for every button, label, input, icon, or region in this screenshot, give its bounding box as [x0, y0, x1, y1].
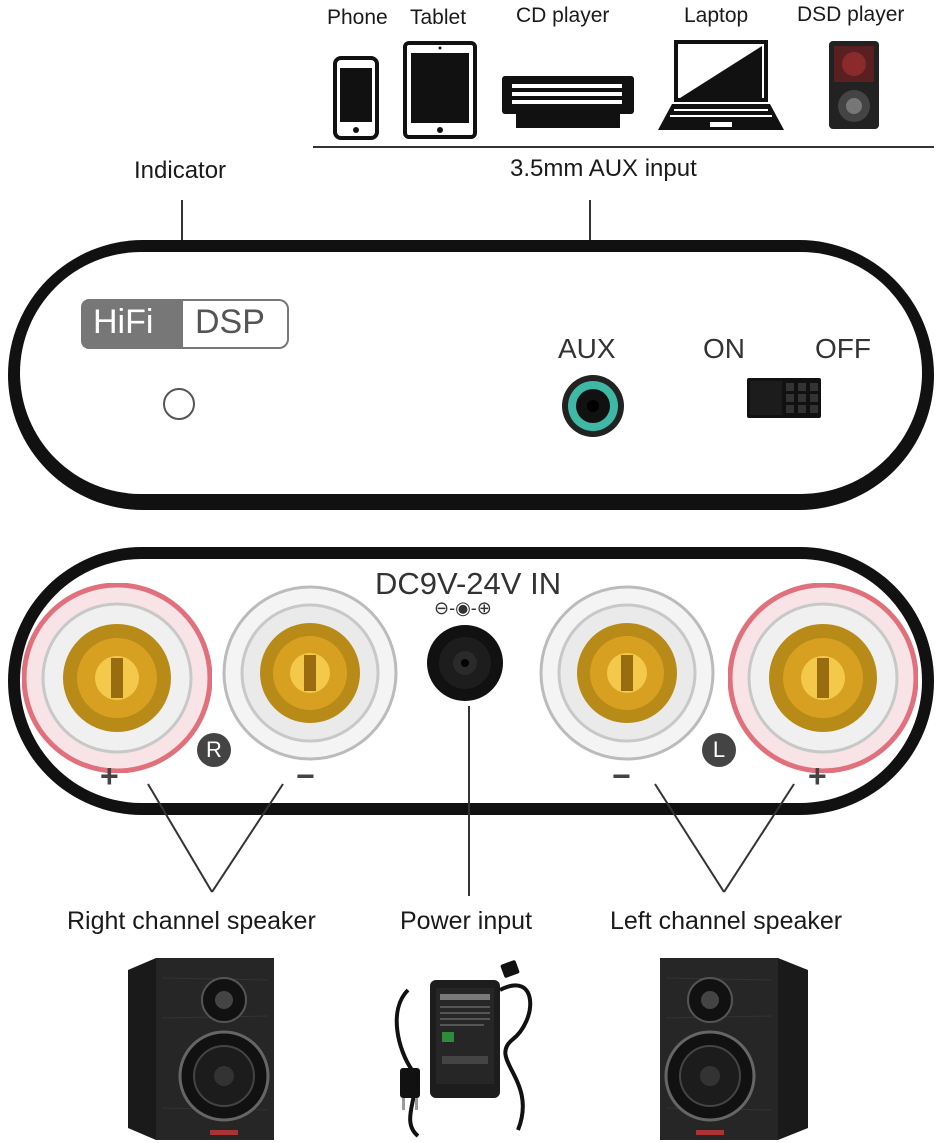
left-plus-terminal[interactable]	[728, 583, 918, 773]
indicator-led	[163, 388, 195, 420]
aux-input-caption: 3.5mm AUX input	[510, 155, 697, 182]
front-panel-face	[20, 252, 922, 494]
dc-input-label: DC9V-24V IN	[375, 566, 562, 601]
phone-icon	[333, 56, 379, 140]
left-channel-badge: L	[702, 733, 736, 767]
power-switch[interactable]	[746, 377, 822, 419]
right-channel-badge: R	[197, 733, 231, 767]
left-minus-terminal[interactable]	[537, 583, 717, 763]
right-minus-terminal[interactable]	[220, 583, 400, 763]
right-minus-mark: −	[296, 758, 315, 794]
phone-label: Phone	[327, 6, 388, 29]
switch-on-label: ON	[703, 333, 745, 364]
right-plus-terminal[interactable]	[22, 583, 212, 773]
power-adapter-icon	[394, 960, 533, 1138]
logo-dsp-block	[183, 299, 289, 349]
polarity-symbol: ⊖-◉-⊕	[434, 598, 492, 618]
laptop-icon	[658, 40, 784, 130]
source-bracket-line	[313, 146, 934, 148]
dsd-player-label: DSD player	[797, 3, 905, 26]
logo-dsp-text: DSP	[195, 303, 265, 341]
switch-off-label: OFF	[815, 333, 871, 364]
aux-label: AUX	[558, 333, 616, 364]
indicator-caption: Indicator	[134, 157, 227, 184]
right-speaker-icon	[128, 958, 274, 1140]
tablet-label: Tablet	[410, 6, 467, 29]
left-minus-mark: −	[612, 758, 631, 794]
left-speaker-icon	[660, 958, 808, 1140]
aux-jack-icon[interactable]	[560, 373, 626, 439]
logo-hifi-block	[81, 299, 183, 349]
cd-player-icon	[502, 76, 634, 128]
dsd-player-icon	[829, 41, 879, 129]
right-speaker-caption: Right channel speaker	[67, 907, 316, 935]
dc-power-jack[interactable]	[425, 623, 505, 703]
left-speaker-caption: Left channel speaker	[610, 907, 843, 935]
laptop-label: Laptop	[684, 4, 749, 27]
right-plus-mark: +	[100, 758, 119, 794]
logo-hifi-text: HiFi	[93, 303, 154, 341]
cd-player-label: CD player	[516, 4, 610, 27]
tablet-icon	[403, 41, 477, 139]
power-input-caption: Power input	[400, 907, 533, 935]
left-plus-mark: +	[808, 758, 827, 794]
